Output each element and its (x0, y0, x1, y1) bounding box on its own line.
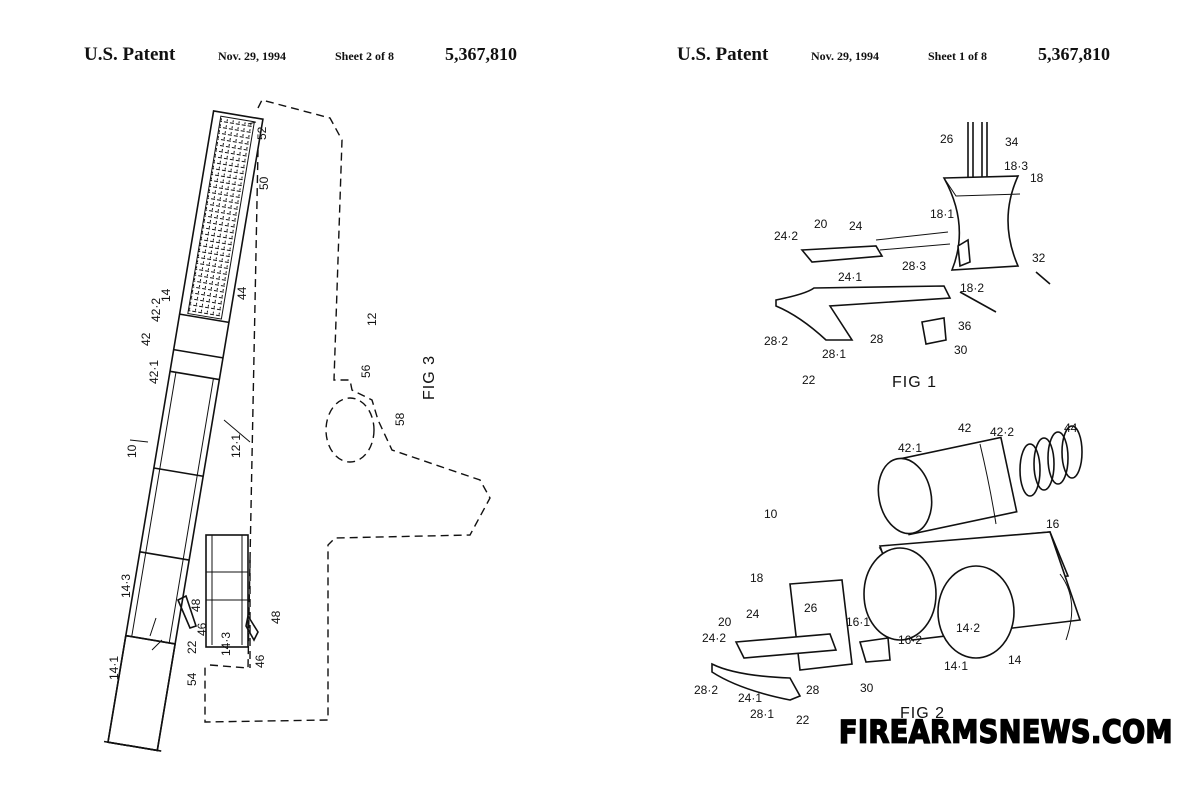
reference-numeral: 42 (139, 332, 153, 346)
fig1-drawing (775, 122, 1051, 345)
reference-numeral: 18 (1030, 171, 1044, 185)
fig3-refs: 52 50 44 14 42·2 42 42·1 12 56 58 10 12·… (107, 126, 438, 686)
reference-numeral: 46 (253, 654, 267, 668)
patent-label: U.S. Patent (677, 44, 769, 65)
reference-numeral: 44 (235, 286, 249, 300)
reference-numeral: 16·2 (898, 633, 922, 647)
reference-numeral: 30 (954, 343, 968, 357)
reference-numeral: 42·2 (149, 298, 163, 322)
reference-numeral: 12 (365, 312, 379, 326)
reference-numeral: 48 (269, 610, 283, 624)
watermark-logo: FIREARMSNEWS.COM (838, 714, 1173, 751)
reference-numeral: 10 (764, 507, 778, 521)
reference-numeral: 42 (958, 421, 972, 435)
reference-numeral: 10 (125, 444, 139, 458)
reference-numeral: 28 (870, 332, 884, 346)
reference-numeral: 14·3 (219, 632, 233, 656)
reference-numeral: 16·1 (846, 615, 870, 629)
reference-numeral: 22 (185, 640, 199, 654)
sheet-number: Sheet 1 of 8 (928, 49, 987, 63)
reference-numeral: 44 (1064, 421, 1078, 435)
reference-numeral: 42·1 (147, 360, 161, 384)
reference-numeral: 22 (796, 713, 810, 727)
fig2-refs: 42 42·2 44 42·1 10 16 18 26 16·1 16·2 14… (694, 421, 1078, 727)
patent-label: U.S. Patent (84, 44, 176, 65)
reference-numeral: 50 (257, 176, 271, 190)
reference-numeral: 36 (958, 319, 972, 333)
reference-numeral: 22 (802, 373, 816, 387)
right-sheet-header: U.S. Patent Nov. 29, 1994 Sheet 1 of 8 5… (677, 44, 1110, 74)
reference-numeral: 58 (393, 412, 407, 426)
reference-numeral: 28·3 (902, 259, 926, 273)
reference-numeral: 16 (1046, 517, 1060, 531)
reference-numeral: 24·1 (838, 270, 862, 284)
reference-numeral: 24 (746, 607, 760, 621)
reference-numeral: 18·1 (930, 207, 954, 221)
reference-numeral: 34 (1005, 135, 1019, 149)
reference-numeral: 24 (849, 219, 863, 233)
reference-numeral: 54 (185, 672, 199, 686)
reference-numeral: 28·2 (764, 334, 788, 348)
rifle-outline (204, 99, 491, 723)
patent-number: 5,367,810 (1038, 44, 1110, 64)
reference-numeral: 14·2 (956, 621, 980, 635)
fig3-label: FIG 3 (421, 355, 438, 400)
fig2-label: FIG 2 (900, 705, 945, 722)
reference-numeral: 14·1 (107, 656, 121, 680)
magazine-stub (205, 534, 249, 648)
bracket-18 (942, 175, 1020, 271)
reference-numeral: 56 (359, 364, 373, 378)
reference-numeral: 12·1 (229, 434, 243, 458)
reference-numeral: 24·1 (738, 691, 762, 705)
bracket-28 (775, 285, 952, 341)
patent-date: Nov. 29, 1994 (811, 49, 880, 63)
reference-numeral: 18·3 (1004, 159, 1028, 173)
reference-numeral: 28·1 (822, 347, 846, 361)
reference-numeral: 52 (255, 126, 269, 140)
reference-numeral: 14·3 (119, 574, 133, 598)
reference-numeral: 26 (804, 601, 818, 615)
reference-numeral: 46 (195, 622, 209, 636)
fig3-drawing (103, 99, 491, 752)
reference-numeral: 28·1 (750, 707, 774, 721)
fig1-label: FIG 1 (892, 374, 937, 391)
reference-numeral: 30 (860, 681, 874, 695)
left-sheet-header: U.S. Patent Nov. 29, 1994 Sheet 2 of 8 5… (84, 44, 517, 74)
patent-number: 5,367,810 (445, 44, 517, 64)
fig2-drawing (711, 425, 1083, 701)
reference-numeral: 14 (1008, 653, 1022, 667)
reference-numeral: 14·1 (944, 659, 968, 673)
sheet-number: Sheet 2 of 8 (335, 49, 394, 63)
reference-numeral: 20 (814, 217, 828, 231)
reference-numeral: 28·2 (694, 683, 718, 697)
reference-numeral: 14 (159, 288, 173, 302)
reference-numeral: 24·2 (774, 229, 798, 243)
reference-numeral: 42·1 (898, 441, 922, 455)
reference-numeral: 32 (1032, 251, 1046, 265)
reference-numeral: 48 (189, 598, 203, 612)
patent-date: Nov. 29, 1994 (218, 49, 287, 63)
reference-numeral: 26 (940, 132, 954, 146)
trigger-guard (325, 397, 375, 463)
reference-numeral: 18·2 (960, 281, 984, 295)
reference-numeral: 24·2 (702, 631, 726, 645)
reference-numeral: 42·2 (990, 425, 1014, 439)
reference-numeral: 18 (750, 571, 764, 585)
reference-numeral: 20 (718, 615, 732, 629)
reference-numeral: 28 (806, 683, 820, 697)
fig1-refs: 26 34 18·3 18 18·1 20 24 24·2 24·1 32 28… (764, 132, 1046, 391)
magazine-spring (187, 115, 255, 320)
